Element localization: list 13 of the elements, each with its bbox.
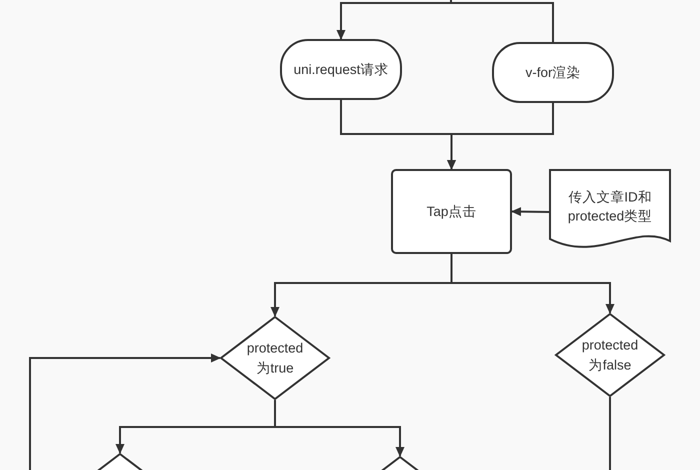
rounded-box: uni.request请求	[280, 39, 402, 100]
arrow	[511, 207, 550, 216]
condition-text: protected为true	[246, 339, 304, 377]
connector-line	[609, 397, 611, 470]
connector-line	[450, 0, 554, 42]
rounded-box: v-for渲染	[492, 42, 614, 103]
arrow	[447, 103, 554, 170]
arrow	[336, 0, 452, 40]
arrow	[29, 354, 221, 470]
document-text: 传入文章ID和protected类型	[566, 188, 654, 226]
arrow	[274, 400, 404, 457]
condition-text: protected为false	[580, 336, 640, 374]
process-box: Tap点击	[391, 169, 512, 254]
